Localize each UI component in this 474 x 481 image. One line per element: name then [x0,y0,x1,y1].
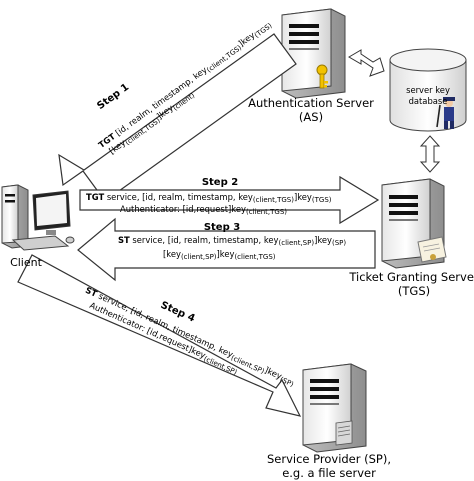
authentication-server-icon [281,8,346,99]
step4-labels: Step 4 ST service, [id, realm, timestamp… [83,285,297,389]
client-label: Client [10,256,43,269]
as-db-arrow [348,49,385,77]
service-provider-server-icon [302,363,367,453]
step1-title: Step 1 [95,82,131,112]
step3-line2: [key(client,SP)]key(client,TGS) [163,249,276,261]
sp-label-line1: Service Provider (SP), [267,452,391,466]
tgs-label-line2: (TGS) [398,284,430,298]
step3-line1: ST service, [id, realm, timestamp, key(c… [118,235,346,247]
guard-icon [436,97,455,129]
db-label-line2: database [409,96,448,106]
db-label-line1: server key [406,85,450,95]
step2-title: Step 2 [202,177,238,188]
as-label-line1: Authentication Server [248,96,374,110]
sp-label-line2: e.g. a file server [282,466,376,480]
ticket-scroll-icon [417,236,447,263]
step4-line1: ST service, [id, realm, timestamp, key(c… [83,285,297,389]
key-icon [316,64,328,89]
client-computer-icon [1,184,75,251]
step2-line1: TGT service, [id, realm, timestamp, key(… [86,192,332,204]
tgs-label-line1: Ticket Granting Server [348,270,474,284]
step3-arrow [77,217,376,282]
step4-arrow [17,254,302,417]
db-tgs-arrow [419,135,441,173]
step1-arrow [58,33,297,202]
as-label-line2: (AS) [299,110,323,124]
step2-line2: Authenticator: [id,request]key(client,TG… [120,204,287,216]
step3-title: Step 3 [204,222,240,233]
step2-arrow [79,175,380,225]
